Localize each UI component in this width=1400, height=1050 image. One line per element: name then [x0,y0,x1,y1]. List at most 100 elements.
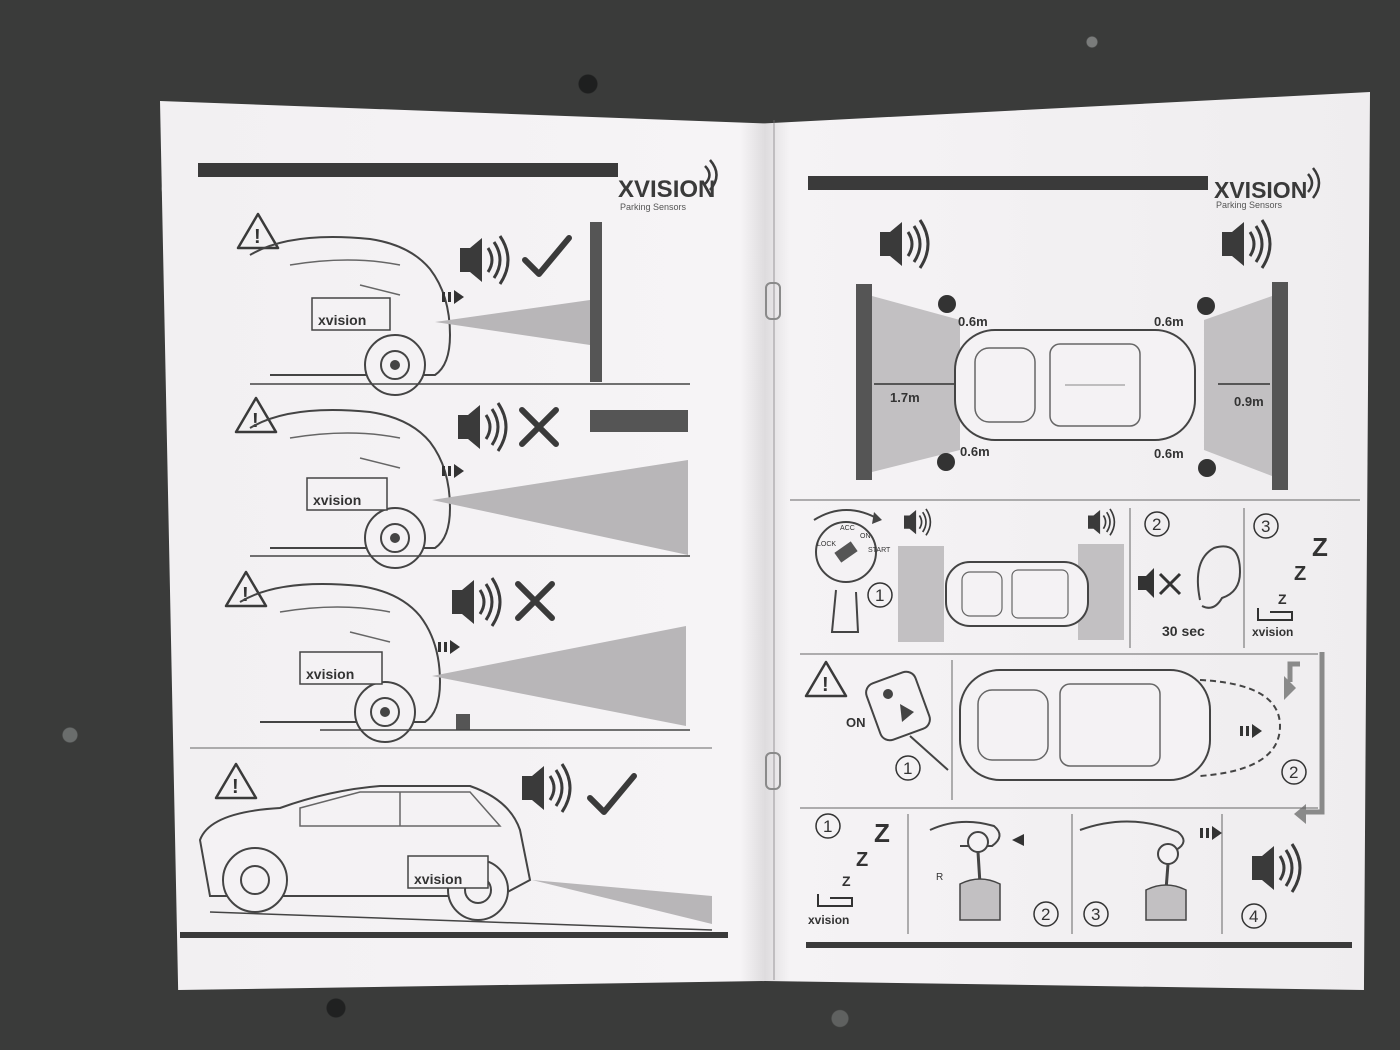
gear-stick-icon [1079,820,1187,921]
brand-logo-left: XVISION Parking Sensors [618,159,718,212]
direction-arrow-icon [438,640,460,654]
sensor-front-right [937,453,955,471]
step-badge [1241,903,1267,929]
sleeping-bed-icon [817,894,853,907]
car-top-view-icon [945,561,1089,627]
step-number: 3 [1261,517,1270,536]
speaker-icon [1250,842,1302,894]
handbrake-on-label: ON [846,715,866,730]
ignition-start-label: START [868,547,891,554]
front-wall [856,284,872,480]
speaker-icon [520,762,572,814]
sleep-z-large: Z [874,818,890,848]
step-badge [867,582,893,608]
step-badge [1083,901,1109,927]
step-number: 2 [1041,905,1050,924]
brand-badge-text: xvision [1252,625,1293,639]
distance-rear-left: 0.6m [1154,314,1184,329]
warning-mark: ! [822,674,829,696]
panel-activation: LOCK ACC ON START 1 2 30 sec 3 Z Z Z xvi… [813,508,1328,648]
speaker-icon [456,401,508,453]
flow-arrow [1287,652,1325,815]
panel-overhead-detection: ! xvision [234,396,690,569]
svg-text:XVISION: XVISION [1214,177,1307,203]
staple-top [765,282,781,320]
sensor-rear-right [1198,459,1216,477]
speaker-icon [458,234,510,286]
ignition-on-label: ON [860,533,871,540]
direction-arrow-icon [1012,834,1024,846]
sensor-beam [432,626,686,726]
step-number: 2 [1289,763,1298,782]
svg-text:Parking Sensors: Parking Sensors [620,202,687,212]
gear-stick-icon [929,820,1001,921]
check-icon [590,776,634,812]
header-bar-right [808,176,1208,190]
reverse-gear-label: R [936,872,943,883]
panel-reverse-activation: ! ON 1 2 [804,652,1325,824]
warning-mark: ! [232,776,239,798]
brand-logo-right: XVISION Parking Sensors [1214,167,1321,210]
sensor-rear-left [1197,297,1215,315]
license-plate [311,297,391,331]
svg-text:XVISION: XVISION [618,176,715,203]
sensor-front-left [938,295,956,313]
car-top-view-icon [954,329,1196,441]
distance-rear-center: 0.9m [1234,394,1264,409]
panel-detection-range: 0.6m 0.6m 0.6m 0.6m 1.7m 0.9m [856,218,1288,490]
cross-icon [522,410,556,444]
plate-badge-text: xvision [306,666,354,682]
ignition-lock-label: LOCK [817,541,836,548]
direction-arrow-icon [1200,826,1222,840]
sleep-z-small: Z [1278,591,1287,607]
step-badge [815,813,841,839]
panel-gear-selection: 1 Z Z Z xvision R 2 3 4 [808,813,1302,934]
rear-wall [1272,282,1288,490]
header-bar-left [198,163,618,177]
brand-badge-text: xvision [808,913,849,927]
rear-detection-zone [1204,296,1272,476]
license-plate [306,477,388,511]
sleeping-bed-icon [1257,608,1293,621]
wall-obstacle [590,222,602,382]
cross-icon [518,584,552,618]
plate-badge-text: xvision [318,312,366,328]
warning-mark: ! [252,410,259,432]
speaker-icon [450,576,502,628]
ignition-switch-icon [813,509,882,633]
sleep-z-medium: Z [1294,563,1306,585]
front-speaker-icon [903,508,932,537]
step-badge [895,755,921,781]
license-plate [407,855,489,889]
mute-cross-icon [1158,572,1182,596]
distance-front-left: 0.6m [958,314,988,329]
sensor-beam [532,880,712,924]
warning-mark: ! [242,584,249,606]
plate-badge-text: xvision [313,492,361,508]
panel-wall-detection: ! xvision [236,212,690,396]
sleep-z-large: Z [1312,532,1328,562]
sleep-z-small: Z [842,873,851,889]
staple-bottom [765,752,781,790]
mute-speaker-icon [1138,568,1154,598]
reverse-path-outline [1199,679,1282,777]
sensor-beam [432,460,688,555]
rear-speaker-icon [1220,218,1272,270]
distance-front-right: 0.6m [960,444,990,459]
front-speaker-icon [878,218,930,270]
overhead-obstacle [590,410,688,432]
step-number: 4 [1249,907,1258,926]
step-number: 1 [823,817,832,836]
panel-low-obstacle: ! xvision [224,570,690,743]
step-badge [1033,901,1059,927]
step-number: 1 [875,586,884,605]
sensor-beam [435,300,590,345]
front-detection-zone [898,546,944,642]
footer-bar-left [180,932,728,938]
footer-bar-right [806,942,1352,948]
sleep-z-medium: Z [856,849,868,871]
step-number: 2 [1152,515,1161,534]
mute-duration-text: 30 sec [1162,623,1205,639]
check-icon [525,238,569,274]
